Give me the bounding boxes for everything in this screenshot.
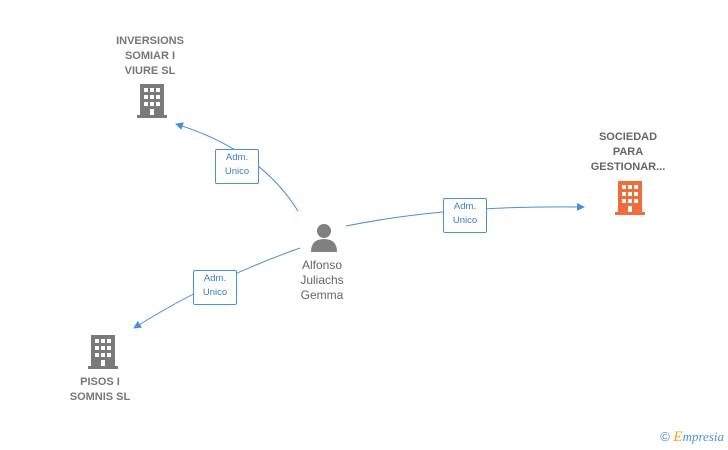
edge-label-inversions[interactable]: Adm. Unico [215,149,259,184]
company-label-inversions[interactable]: INVERSIONS SOMIAR I VIURE SL [116,35,184,77]
brand-name: mpresia [682,429,724,444]
building-icon[interactable] [137,84,167,118]
person-icon[interactable] [309,222,339,252]
person-label[interactable]: Alfonso Juliachs Gemma [300,258,344,302]
company-label-pisos[interactable]: PISOS I SOMNIS SL [69,376,131,403]
company-label-sociedad[interactable]: SOCIEDAD PARA GESTIONAR... [590,131,666,173]
building-icon[interactable] [88,335,118,369]
brand-initial: E [673,429,683,445]
empresia-watermark: © Empresia [660,429,724,446]
edge-label-pisos[interactable]: Adm. Unico [193,270,237,305]
building-icon[interactable] [615,181,645,215]
edge-label-sociedad[interactable]: Adm. Unico [443,198,487,233]
copyright-symbol: © [660,429,670,444]
